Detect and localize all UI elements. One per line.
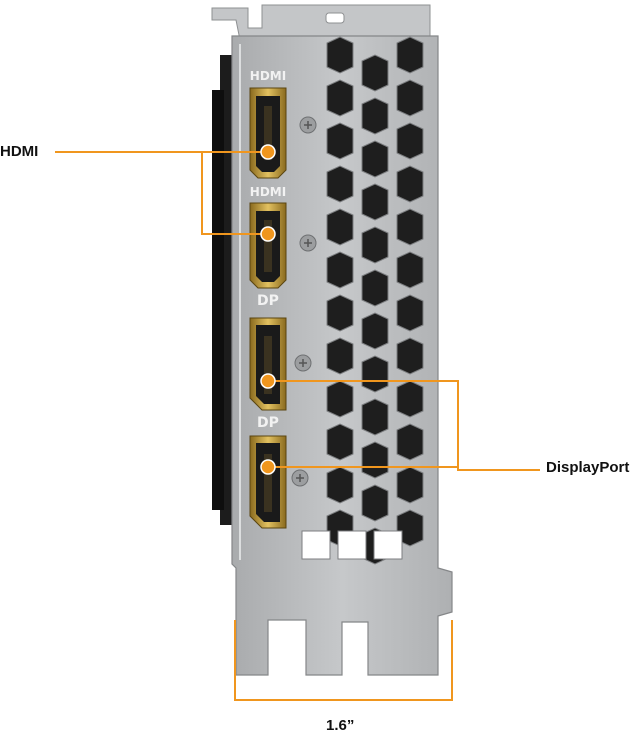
card-edge — [212, 90, 224, 510]
hdmi-branch — [201, 152, 265, 235]
marking-hdmi-2: HDMI — [250, 185, 286, 199]
vent-hole — [373, 530, 403, 560]
vent-hole — [361, 54, 389, 92]
vent-hole — [361, 441, 389, 479]
displayport-port-1 — [249, 317, 287, 411]
hdmi-port-2 — [249, 202, 287, 289]
vent-hole — [361, 484, 389, 522]
bracket-width-label: 1.6” — [326, 717, 355, 734]
vent-hole — [326, 79, 354, 117]
callout-dots — [260, 144, 276, 475]
vent-hole — [301, 530, 331, 560]
displayport-leader — [268, 380, 540, 471]
vent-hole — [326, 466, 354, 504]
vent-hole — [361, 183, 389, 221]
vent-hole — [396, 251, 424, 289]
vent-grid — [301, 36, 424, 565]
vent-hole — [326, 251, 354, 289]
screw-icons — [291, 116, 317, 487]
width-bracket-line — [234, 620, 453, 701]
marking-dp-2: DP — [257, 415, 279, 431]
vent-hole — [396, 466, 424, 504]
callout-lines — [55, 151, 540, 701]
vent-hole — [326, 423, 354, 461]
displayport-port-2 — [249, 435, 287, 529]
vent-hole — [396, 36, 424, 74]
vent-hole — [326, 380, 354, 418]
vent-hole — [326, 165, 354, 203]
vent-hole — [361, 269, 389, 307]
vent-hole — [326, 337, 354, 375]
vent-hole — [326, 36, 354, 74]
hdmi-port-1 — [249, 87, 287, 179]
vent-hole — [396, 337, 424, 375]
vent-hole — [361, 398, 389, 436]
bracket-top-tab — [211, 4, 431, 41]
vent-hole — [396, 423, 424, 461]
vent-hole — [396, 208, 424, 246]
vent-hole — [326, 208, 354, 246]
vent-hole — [396, 294, 424, 332]
vent-hole — [361, 312, 389, 350]
vent-hole — [361, 97, 389, 135]
vent-hole — [326, 294, 354, 332]
hdmi-callout-label: HDMI — [0, 143, 39, 160]
displayport-callout-label: DisplayPort — [546, 459, 630, 476]
vent-hole — [396, 79, 424, 117]
marking-hdmi-1: HDMI — [250, 69, 286, 83]
vent-hole — [361, 226, 389, 264]
vent-hole — [326, 122, 354, 160]
marking-dp-1: DP — [257, 293, 279, 309]
bracket-notch — [325, 12, 345, 24]
vent-hole — [361, 140, 389, 178]
vent-hole — [396, 165, 424, 203]
vent-hole — [361, 355, 389, 393]
vent-hole — [396, 380, 424, 418]
vent-hole — [396, 122, 424, 160]
vent-hole — [337, 530, 367, 560]
